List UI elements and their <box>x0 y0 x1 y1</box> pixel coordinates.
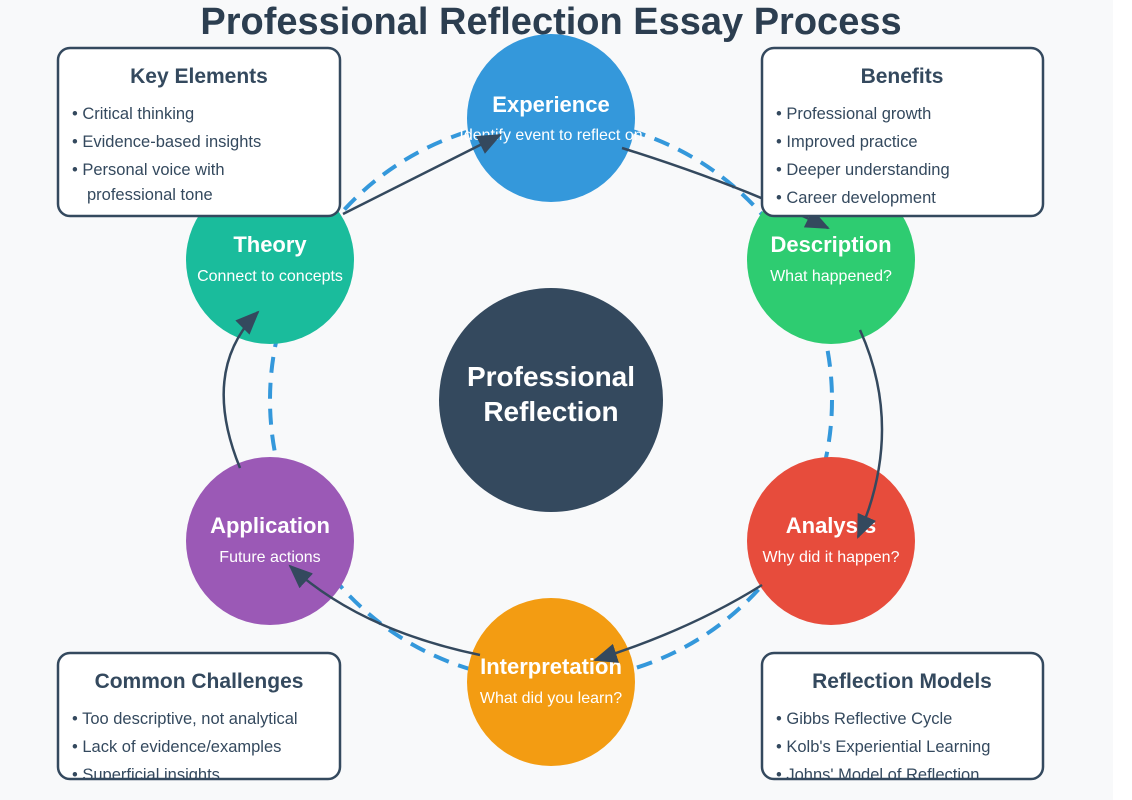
stage-subtitle: Why did it happen? <box>763 549 900 566</box>
stage-subtitle: What happened? <box>770 268 892 285</box>
box-item: • Superficial insights <box>72 766 220 784</box>
stage-circle <box>747 457 915 625</box>
arrow-application-to-theory <box>222 310 260 469</box>
box-frame <box>56 46 342 218</box>
arrow-description-to-analysis <box>856 329 884 539</box>
stage-title: Experience <box>492 92 609 117</box>
box-item: • Johns' Model of Reflection <box>776 766 979 784</box>
stage-experience: Experience Identify event to reflect on <box>459 34 643 202</box>
box-item: • Gibbs Reflective Cycle <box>776 710 952 728</box>
box-item: • Kolb's Experiential Learning <box>776 738 990 756</box>
box-title: Benefits <box>861 65 944 88</box>
box-item: professional tone <box>87 186 213 204</box>
stage-application: Application Future actions <box>186 457 354 625</box>
key-elements-box: Key Elements • Critical thinking • Evide… <box>56 46 342 218</box>
stage-circle <box>747 176 915 344</box>
stage-title: Application <box>210 513 330 538</box>
cycle-arrows <box>222 133 884 663</box>
stage-circle <box>467 598 635 766</box>
stage-subtitle: Identify event to reflect on <box>459 127 642 144</box>
stage-circle <box>186 457 354 625</box>
benefits-box: Benefits • Professional growth • Improve… <box>760 46 1045 218</box>
stage-analysis: Analysis Why did it happen? <box>747 457 915 625</box>
arrow-analysis-to-interpretation <box>593 583 763 663</box>
box-item: • Too descriptive, not analytical <box>72 710 298 728</box>
stage-subtitle: Future actions <box>219 549 320 566</box>
stage-circle <box>186 176 354 344</box>
box-item: • Improved practice <box>776 133 918 151</box>
center-label-line1: Professional <box>467 361 635 392</box>
box-item: • Evidence-based insights <box>72 133 261 151</box>
box-frame <box>760 46 1045 218</box>
box-item: • Professional growth <box>776 105 931 123</box>
stage-title: Theory <box>233 232 307 257</box>
box-item: • Lack of evidence/examples <box>72 738 281 756</box>
stage-subtitle: What did you learn? <box>480 690 622 707</box>
cycle-dashed-ring <box>268 117 834 683</box>
stage-interpretation: Interpretation What did you learn? <box>467 598 635 766</box>
box-item: • Career development <box>776 189 936 207</box>
stage-description: Description What happened? <box>747 176 915 344</box>
arrow-theory-to-experience <box>342 133 502 216</box>
box-title: Common Challenges <box>95 670 304 693</box>
center-label-line2: Reflection <box>483 396 618 427</box>
stage-subtitle: Connect to concepts <box>197 268 343 285</box>
box-item: • Personal voice with <box>72 161 225 179</box>
center-node: Professional Reflection <box>439 288 663 512</box>
reflection-models-box: Reflection Models • Gibbs Reflective Cyc… <box>760 651 1045 784</box>
box-frame <box>760 651 1045 781</box>
box-frame <box>56 651 342 781</box>
box-title: Key Elements <box>130 65 268 88</box>
stage-theory: Theory Connect to concepts <box>186 176 354 344</box>
stage-circle <box>467 34 635 202</box>
box-title: Reflection Models <box>812 670 992 693</box>
center-circle <box>439 288 663 512</box>
box-item: • Critical thinking <box>72 105 194 123</box>
common-challenges-box: Common Challenges • Too descriptive, not… <box>56 651 342 784</box>
arrow-interpretation-to-application <box>288 564 481 657</box>
stage-title: Description <box>770 232 891 257</box>
arrow-experience-to-description <box>621 146 830 230</box>
box-item: • Deeper understanding <box>776 161 950 179</box>
